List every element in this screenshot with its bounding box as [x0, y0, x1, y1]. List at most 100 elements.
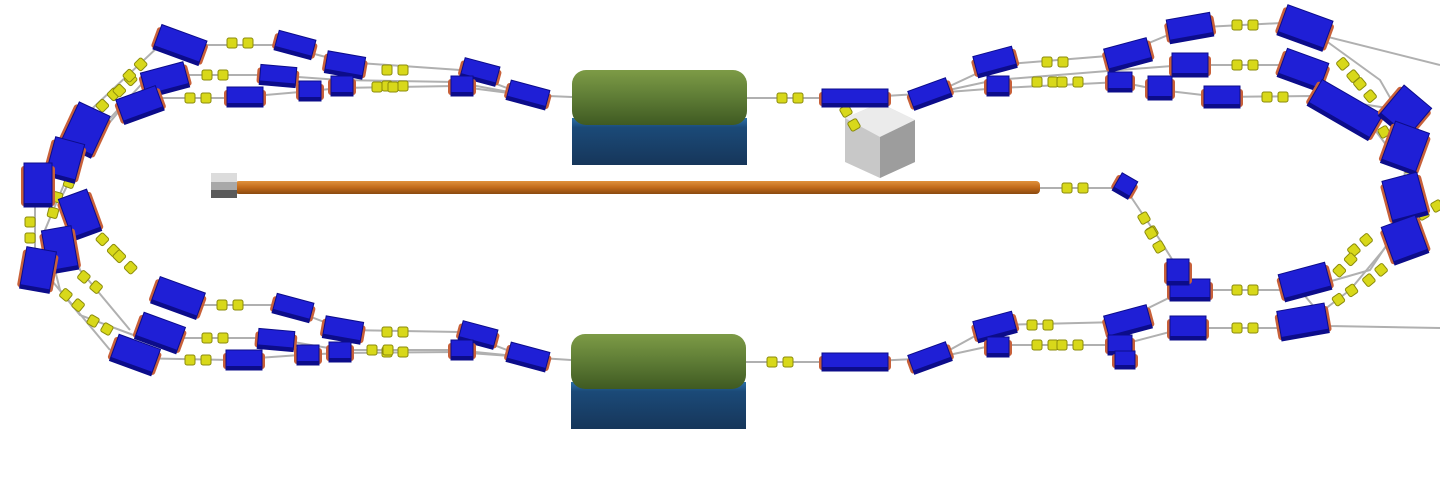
- quadrupole: [1026, 319, 1054, 331]
- quadrupole: [1231, 322, 1259, 334]
- rf-cavity-top: [572, 70, 747, 165]
- quadrupole: [59, 288, 85, 312]
- cavity-tank: [571, 334, 746, 389]
- dipole-magnet: [270, 292, 316, 324]
- linac-pipe: [235, 181, 1040, 194]
- dipole-magnet: [1167, 315, 1209, 341]
- dipole-magnet: [1167, 278, 1213, 302]
- dipole-magnet: [1145, 75, 1175, 101]
- quadrupole: [1261, 91, 1289, 103]
- quadrupole: [766, 356, 794, 368]
- dipole-magnet: [1378, 120, 1431, 176]
- dipole-magnet: [906, 77, 954, 111]
- quadrupole: [1031, 76, 1059, 88]
- dipole-magnet: [1201, 85, 1243, 109]
- quadrupole: [1231, 59, 1259, 71]
- dipole-magnet: [906, 341, 954, 375]
- cavity-base: [571, 382, 746, 429]
- quadrupole: [216, 299, 244, 311]
- dipole-magnet: [1274, 302, 1332, 342]
- dipole-magnet: [322, 50, 368, 80]
- dipole-magnet: [1275, 47, 1330, 93]
- dipole-magnets: [17, 4, 1433, 377]
- quadrupole: [1332, 252, 1358, 278]
- dipole-magnet: [320, 315, 366, 345]
- cavity-tank: [572, 70, 747, 125]
- quadrupole: [1331, 283, 1359, 307]
- quadrupole: [1353, 77, 1377, 103]
- quadrupole: [1362, 263, 1388, 287]
- dipole-magnet: [223, 349, 265, 371]
- quadrupole: [86, 314, 114, 336]
- quadrupole: [371, 81, 399, 93]
- quadrupole: [1031, 339, 1059, 351]
- dipole-magnet: [1112, 350, 1138, 370]
- dipole-magnet: [1105, 71, 1135, 93]
- quadrupole: [24, 216, 36, 244]
- dipole-magnet: [254, 327, 298, 353]
- quadrupole: [1231, 19, 1259, 31]
- dipole-magnet: [1164, 11, 1217, 45]
- cavity-base: [572, 118, 747, 165]
- dipole-magnet: [448, 75, 476, 97]
- quadrupole: [1231, 284, 1259, 296]
- quadrupole: [112, 249, 138, 275]
- beamline-3: [747, 20, 1440, 99]
- dipole-magnet: [149, 275, 207, 321]
- dipole-magnet: [819, 88, 891, 108]
- dipole-magnet: [1306, 78, 1384, 142]
- quadrupole: [776, 92, 804, 104]
- quadrupole: [1061, 182, 1089, 194]
- quadrupole: [122, 57, 148, 83]
- dipole-magnet: [1380, 214, 1431, 266]
- quadrupole: [1041, 56, 1069, 68]
- quadrupole: [381, 64, 409, 76]
- dipole-magnet: [448, 339, 476, 361]
- dipole-magnet: [1275, 4, 1334, 52]
- quadrupole: [366, 344, 394, 356]
- dipole-magnet: [984, 336, 1012, 358]
- dipole-magnet: [43, 136, 87, 184]
- beamline-16: [1040, 187, 1186, 281]
- quadrupole: [839, 104, 861, 132]
- dipole-magnet: [296, 80, 324, 102]
- dipole-magnet: [504, 79, 552, 111]
- dipole-magnet: [294, 344, 322, 366]
- dipole-magnet: [1111, 172, 1139, 200]
- dipole-magnet: [224, 86, 266, 108]
- quadrupole: [226, 37, 254, 49]
- dipole-magnet: [151, 23, 208, 67]
- dipole-magnet: [256, 63, 300, 89]
- rf-cavity-bottom: [571, 334, 746, 429]
- dipole-magnet: [1276, 261, 1334, 303]
- quadrupole: [1056, 76, 1084, 88]
- dipole-magnet: [1164, 258, 1192, 286]
- injector-cube: [845, 103, 915, 178]
- quadrupole: [201, 332, 229, 344]
- quadrupole: [77, 270, 103, 294]
- quadrupole: [201, 69, 229, 81]
- dipole-magnet: [504, 341, 552, 373]
- dipole-magnet: [1169, 52, 1211, 78]
- dipole-magnet: [107, 333, 162, 377]
- dipole-magnet: [272, 29, 318, 61]
- dipole-magnet: [971, 45, 1020, 79]
- quadrupole: [184, 354, 212, 366]
- dipole-magnet: [326, 341, 354, 363]
- dipole-magnet: [17, 246, 59, 294]
- dipole-magnet: [984, 75, 1012, 97]
- quadrupole: [1336, 57, 1360, 83]
- dipole-magnet: [114, 84, 166, 126]
- dipole-magnet: [21, 162, 55, 208]
- dipole-magnet: [328, 75, 356, 97]
- gun-box: [211, 173, 237, 198]
- dipole-magnet: [1102, 37, 1155, 73]
- quadrupole: [1056, 339, 1084, 351]
- quadrupole: [184, 92, 212, 104]
- quadrupole: [1144, 226, 1166, 254]
- linac: [211, 173, 1040, 198]
- dipole-magnet: [819, 352, 891, 372]
- dipole-magnet: [132, 311, 187, 355]
